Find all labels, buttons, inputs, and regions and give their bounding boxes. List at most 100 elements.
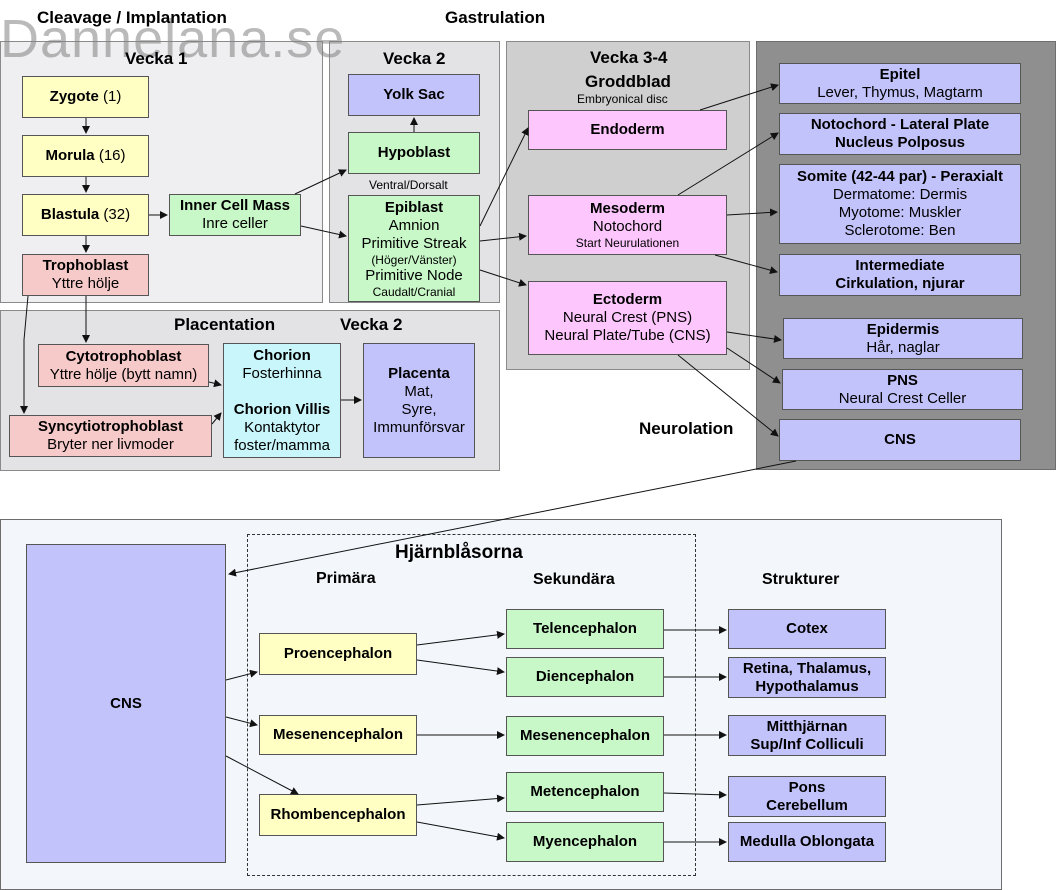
cerebellum-title: Cerebellum: [766, 796, 848, 814]
colliculi-title: Sup/Inf Colliculi: [750, 735, 864, 753]
cns-top-title: CNS: [884, 431, 916, 448]
epidermis-node: Epidermis Hår, naglar: [783, 318, 1023, 359]
intermediate-sub: Cirkulation, njurar: [835, 275, 965, 292]
chorion-title: Chorion: [253, 346, 311, 364]
arrow-syncytio-chorion: [211, 412, 222, 425]
diencephalon-node: Diencephalon: [506, 657, 664, 697]
pns-title: PNS: [887, 371, 918, 389]
vecka1-label: Vecka 1: [125, 49, 188, 68]
arrow-mesoderm-intermediate: [714, 254, 778, 275]
strukturer-label: Strukturer: [762, 571, 840, 588]
cytotrophoblast-sub: Yttre hölje (bytt namn): [49, 365, 198, 383]
trophoblast-node: Trophoblast Yttre hölje: [22, 254, 149, 296]
retina-thalamus-title: Retina, Thalamus,: [742, 659, 872, 677]
hypoblast-title: Hypoblast: [377, 144, 451, 161]
arrow-ectoderm-pns: [726, 347, 781, 384]
gastrulation-label: Gastrulation: [445, 8, 546, 27]
myencephalon-node: Myencephalon: [506, 822, 664, 862]
zygote-node: Zygote (1): [22, 76, 149, 118]
mesoderm-start-neurulationen: Start Neurulationen: [575, 236, 680, 250]
medulla-oblongata-node: Medulla Oblongata: [728, 822, 886, 862]
hypoblast-node: Hypoblast: [348, 132, 480, 174]
morula-title: Morula: [45, 147, 95, 164]
retina-thalamus-node: Retina, Thalamus, Hypothalamus: [728, 657, 886, 698]
somite-sclerotome: Sclerotome: Ben: [844, 222, 956, 239]
epiblast-amnion: Amnion: [388, 216, 440, 234]
arrow-epiblast-mesoderm: [479, 232, 527, 242]
trophoblast-title: Trophoblast: [42, 257, 129, 274]
arrow-epiblast-endoderm: [479, 127, 529, 227]
ectoderm-title: Ectoderm: [592, 291, 663, 308]
epitel-title: Epitel: [879, 65, 921, 83]
cotex-title: Cotex: [786, 620, 828, 637]
cleavage-label: Cleavage / Implantation: [37, 8, 227, 27]
zygote-count: (1): [98, 88, 122, 105]
epiblast-caudalt-cranial: Caudalt/Cranial: [372, 284, 456, 299]
placenta-mat: Mat,: [404, 382, 434, 400]
epitel-sub: Lever, Thymus, Magtarm: [817, 83, 983, 101]
pons-cerebellum-node: Pons Cerebellum: [728, 776, 886, 817]
intermediate-title: Intermediate: [855, 257, 945, 274]
endoderm-node: Endoderm: [528, 110, 727, 150]
mesencephalon-secondary-node: Mesenencephalon: [506, 716, 664, 756]
arrow-pro-diencephalon: [416, 659, 505, 676]
nucleus-polposus-title: Nucleus Polposus: [834, 134, 966, 151]
watermark: Dannelana.se: [0, 9, 346, 69]
endoderm-title: Endoderm: [590, 121, 665, 138]
arrow-cns-mesencephalon: [225, 716, 258, 728]
vecka2b-label: Vecka 2: [340, 315, 403, 334]
arrow-icm-hypoblast: [294, 169, 347, 195]
epiblast-primitive-streak: Primitive Streak: [361, 234, 467, 252]
placenta-title: Placenta: [388, 364, 450, 382]
arrow-endoderm-epitel: [699, 83, 779, 111]
epidermis-sub: Hår, naglar: [866, 338, 940, 356]
mesoderm-title: Mesoderm: [589, 200, 666, 217]
pns-node: PNS Neural Crest Celler: [782, 369, 1023, 410]
epidermis-title: Epidermis: [866, 320, 940, 338]
metencephalon-title: Metencephalon: [530, 783, 640, 800]
ectoderm-neural-plate: Neural Plate/Tube (CNS): [544, 327, 711, 344]
notochord-lateral-plate-title: Notochord - Lateral Plate: [810, 116, 990, 133]
vecka34-label: Vecka 3-4: [590, 48, 668, 67]
hypothalamus-title: Hypothalamus: [755, 677, 859, 695]
mesoderm-node: Mesoderm Notochord Start Neurulationen: [528, 195, 727, 255]
groddblad-label: Groddblad: [585, 72, 671, 91]
chorion-villis-kontaktytor: Kontaktytor: [244, 418, 320, 436]
epiblast-primitive-node: Primitive Node: [365, 266, 463, 284]
arrow-rhomb-myencephalon: [416, 821, 505, 841]
hjarnblasorna-dashed-frame: [247, 534, 696, 876]
cns-big-node: CNS: [26, 544, 226, 863]
cotex-node: Cotex: [728, 609, 886, 649]
myencephalon-title: Myencephalon: [532, 833, 638, 850]
mesencephalon-secondary-title: Mesenencephalon: [519, 727, 651, 744]
rhombencephalon-title: Rhombencephalon: [270, 806, 406, 823]
hjarnblasorna-label: Hjärnblåsorna: [395, 542, 523, 563]
trophoblast-sub: Yttre hölje: [51, 275, 120, 292]
proencephalon-node: Proencephalon: [259, 633, 417, 675]
chorion-villis-title: Chorion Villis: [233, 400, 331, 418]
metencephalon-node: Metencephalon: [506, 772, 664, 812]
cytotrophoblast-node: Cytotrophoblast Yttre hölje (bytt namn): [38, 344, 209, 387]
syncytiotrophoblast-title: Syncytiotrophoblast: [37, 418, 183, 435]
arrow-epiblast-ectoderm: [479, 269, 527, 287]
arrow-cyto-chorion: [208, 379, 222, 388]
somite-title: Somite (42-44 par) - Peraxialt: [797, 168, 1003, 185]
primara-label: Primära: [316, 570, 376, 587]
somite-dermatome: Dermatome: Dermis: [832, 186, 968, 203]
ectoderm-node: Ectoderm Neural Crest (PNS) Neural Plate…: [528, 281, 727, 355]
pns-sub: Neural Crest Celler: [838, 389, 967, 407]
intermediate-node: Intermediate Cirkulation, njurar: [779, 254, 1021, 296]
telencephalon-node: Telencephalon: [506, 609, 664, 649]
pons-title: Pons: [788, 778, 826, 796]
arrow-mesoderm-notochord: [677, 132, 779, 196]
inner-cell-mass-title: Inner Cell Mass: [179, 197, 291, 214]
cns-big-title: CNS: [110, 694, 142, 712]
chorion-villis-foster-mamma: foster/mamma: [234, 436, 330, 454]
yolk-sac-node: Yolk Sac: [348, 74, 480, 116]
mesencephalon-primary-node: Mesenencephalon: [259, 715, 417, 755]
placenta-syre: Syre,: [401, 400, 437, 418]
chorion-sub: Fosterhinna: [242, 364, 322, 382]
blastula-node: Blastula (32): [22, 194, 149, 236]
epitel-node: Epitel Lever, Thymus, Magtarm: [779, 63, 1021, 104]
